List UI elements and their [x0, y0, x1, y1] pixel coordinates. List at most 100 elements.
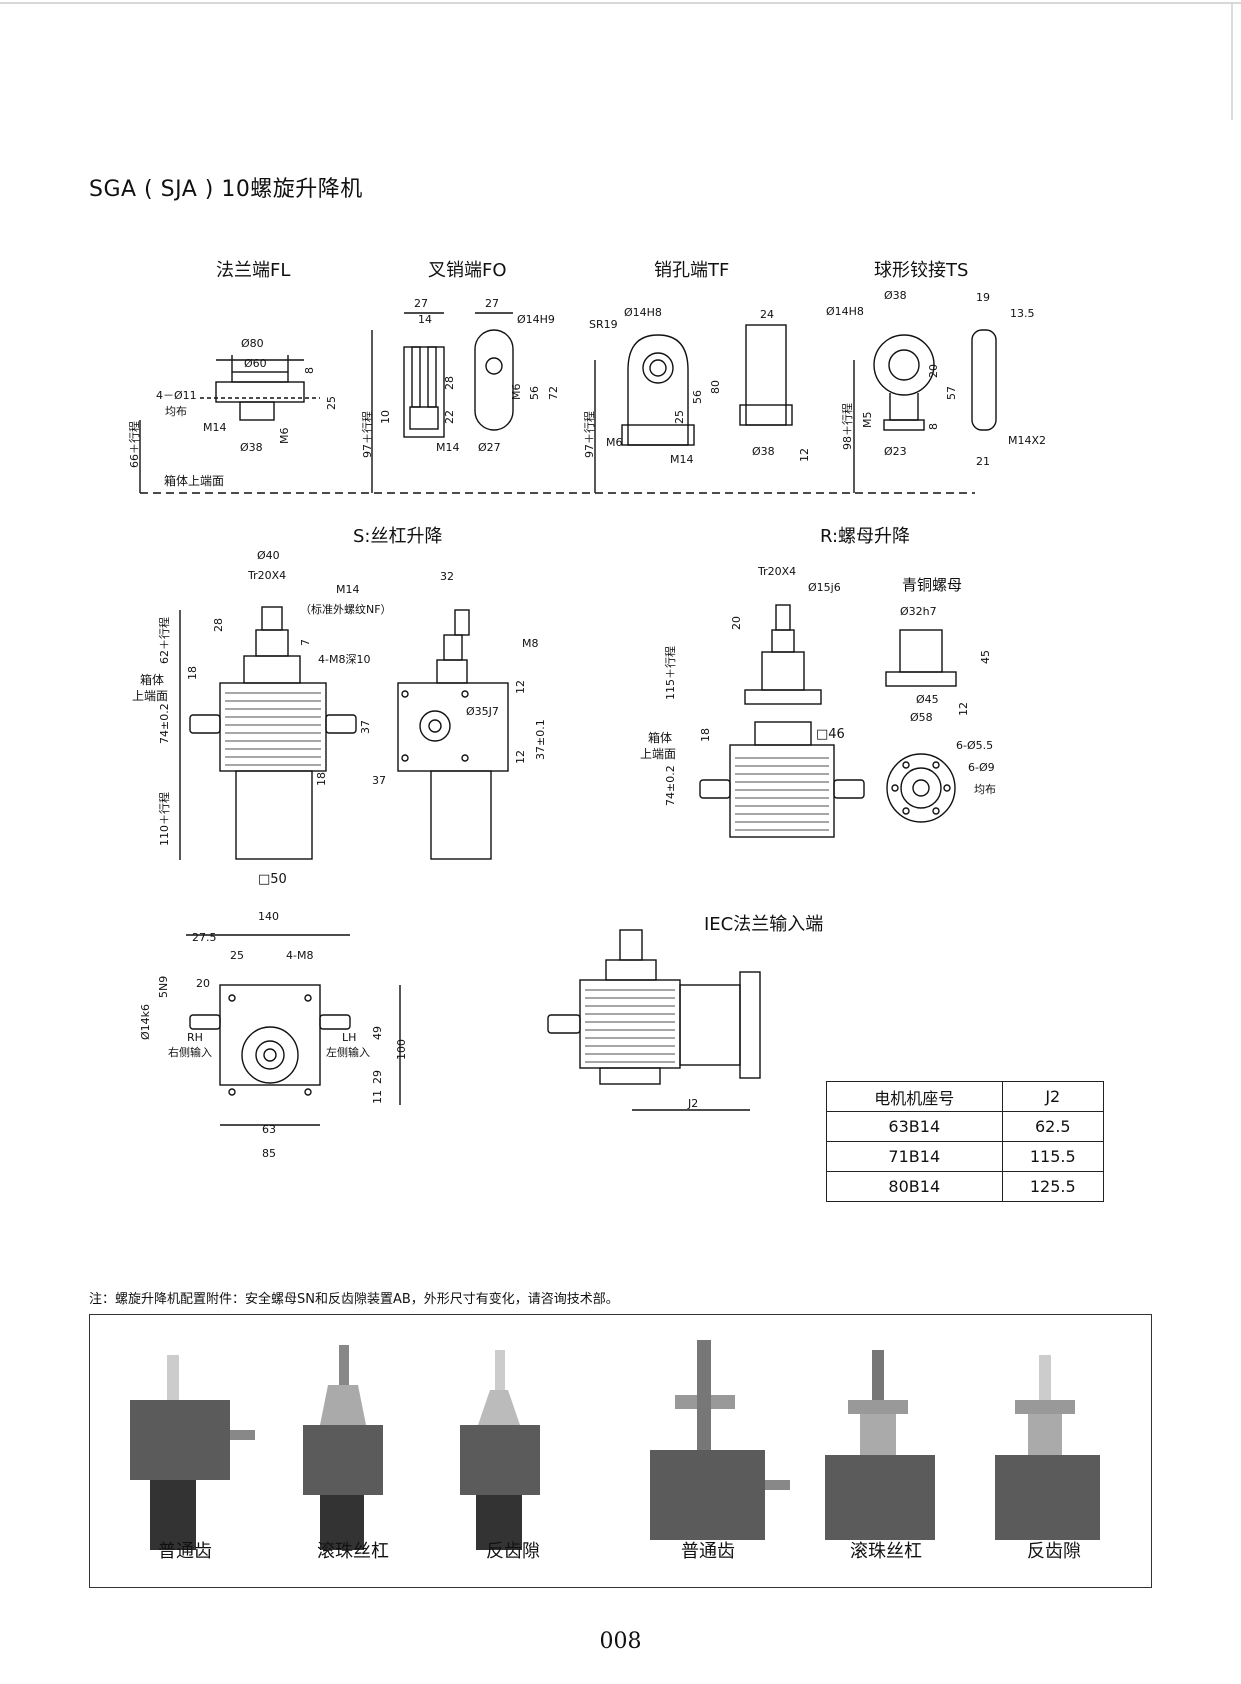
dim-label: 66＋行程 [128, 421, 141, 468]
dim-label: 37 [372, 774, 386, 787]
dim-label: Ø45 [916, 693, 939, 706]
dim-label: M6 [510, 383, 523, 401]
dim-label: 左侧输入 [326, 1046, 370, 1059]
dim-label: 11 [371, 1090, 384, 1104]
dim-label: 6-Ø9 [968, 761, 995, 774]
dim-label: 62＋行程 [158, 617, 171, 664]
table-cell: 63B14 [826, 1111, 1003, 1142]
box-label: 上端面 [132, 689, 169, 703]
dim-label: □50 [258, 872, 287, 887]
dim-label: 27 [414, 297, 428, 310]
dim-label: 18 [186, 666, 199, 680]
s-side-drawing [397, 609, 509, 860]
dim-label: Ø14H8 [826, 305, 864, 318]
dim-label: 56 [528, 386, 541, 400]
photo-caption: 普通齿 [681, 1541, 735, 1562]
dim-label: Ø60 [244, 357, 267, 370]
dim-label: Ø40 [257, 549, 280, 562]
dim-label: 74±0.2 [158, 703, 171, 744]
dim-label: M6 [606, 436, 623, 449]
dim-label: Tr20X4 [758, 565, 797, 578]
dim-label: RH [187, 1031, 203, 1044]
dim-label: 140 [258, 910, 279, 923]
dim-label: Ø58 [910, 711, 933, 724]
dim-label: □46 [816, 727, 845, 742]
section-fl-title: 法兰端FL [216, 260, 291, 281]
dim-label: 20 [196, 977, 210, 990]
photo-caption: 反齿隙 [486, 1541, 540, 1562]
table-cell: 125.5 [1001, 1171, 1105, 1202]
photo-frame [89, 1314, 1152, 1588]
dim-label: 97＋行程 [361, 411, 374, 458]
table-cell: 115.5 [1001, 1141, 1105, 1172]
photo-caption: 普通齿 [158, 1541, 212, 1562]
tf-drawing [594, 324, 793, 493]
dim-label: 29 [371, 1070, 384, 1084]
accessories-note: 注：螺旋升降机配置附件：安全螺母SN和反齿隙装置AB，外形尺寸有变化，请咨询技术… [89, 1292, 619, 1307]
dim-label: 14 [418, 313, 432, 326]
dim-label: J2 [688, 1097, 699, 1110]
dim-label: 57 [945, 386, 958, 400]
iec-drawing [547, 929, 761, 1111]
dim-label: Ø35J7 [466, 705, 499, 718]
dim-label: Ø38 [884, 289, 907, 302]
dim-label: 均布 [974, 783, 996, 796]
dim-label: 37±0.1 [534, 719, 547, 760]
photo-3 [460, 1350, 540, 1550]
dim-label: 25 [325, 396, 338, 410]
dim-label: Ø32h7 [900, 605, 937, 618]
dim-label: 28 [212, 618, 225, 632]
section-ts-title: 球形铰接TS [874, 260, 969, 281]
dim-label: 25 [673, 410, 686, 424]
dim-label: 8 [303, 367, 316, 374]
dim-label: 12 [514, 750, 527, 764]
box-label: 箱体 [648, 731, 673, 745]
table-cell: 71B14 [826, 1141, 1003, 1172]
photo-caption: 滚珠丝杠 [850, 1541, 922, 1562]
dim-label: 4-M8深10 [318, 653, 371, 666]
dim-label: Ø23 [884, 445, 907, 458]
dim-label: M14 [436, 441, 460, 454]
dim-label: 19 [976, 291, 990, 304]
dim-label: 24 [760, 308, 774, 321]
dim-label: Ø14k6 [139, 1003, 152, 1040]
j2-table: 电机机座号 J2 63B14 62.5 71B14 115.5 80B14 12… [826, 1081, 1105, 1202]
dim-label: Ø14H9 [517, 313, 555, 326]
photo-caption: 滚珠丝杠 [317, 1541, 389, 1562]
dim-label: 115＋行程 [664, 646, 677, 700]
dim-label: Ø38 [240, 441, 263, 454]
table-row: 80B14 125.5 [826, 1171, 1105, 1202]
dim-label: M6 [278, 427, 291, 445]
box-top-label: 箱体上端面 [164, 474, 225, 488]
product-photos [130, 1340, 1100, 1550]
r-drawing [699, 604, 865, 838]
photo-caption: 反齿隙 [1027, 1541, 1081, 1562]
dim-label: 4-M8 [286, 949, 314, 962]
dim-label: 97＋行程 [583, 411, 596, 458]
dim-label: 12 [957, 702, 970, 716]
dim-label: 85 [262, 1147, 276, 1160]
dim-label: 25 [230, 949, 244, 962]
dim-label: M14 [670, 453, 694, 466]
table-header: 电机机座号 [826, 1081, 1003, 1112]
dim-label: 100 [395, 1039, 408, 1060]
dim-label: Ø27 [478, 441, 501, 454]
table-row: 63B14 62.5 [826, 1111, 1105, 1142]
dim-label: M8 [522, 637, 539, 650]
dim-label: 18 [315, 772, 328, 786]
section-fo-title: 叉销端FO [428, 260, 507, 281]
dim-label: 80 [709, 380, 722, 394]
dim-label: 13.5 [1010, 307, 1035, 320]
dim-label: 20 [927, 364, 940, 378]
table-row: 71B14 115.5 [826, 1141, 1105, 1172]
dim-label: 7 [299, 639, 312, 646]
dim-label: Ø15j6 [808, 581, 841, 594]
dim-label: Tr20X4 [248, 569, 287, 582]
box-label: 箱体 [140, 673, 165, 687]
dim-label: 49 [371, 1026, 384, 1040]
dim-label: 56 [691, 390, 704, 404]
photo-6 [995, 1355, 1100, 1540]
dim-label: 32 [440, 570, 454, 583]
dim-label: M14X2 [1008, 434, 1047, 447]
dim-label: 110＋行程 [158, 792, 171, 846]
